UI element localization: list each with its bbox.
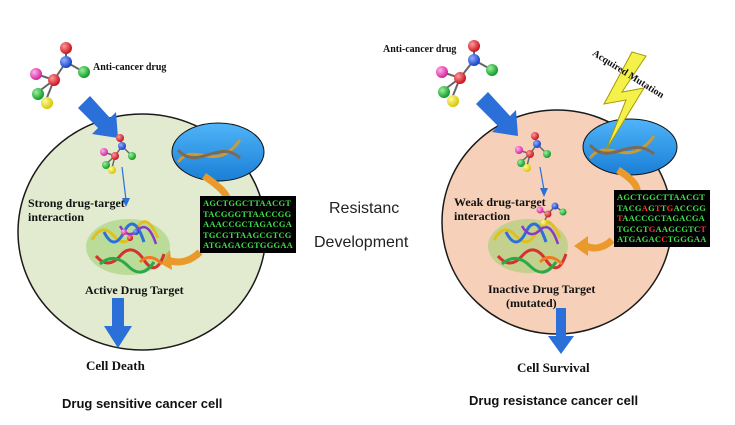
left-outcome-label: Cell Death	[86, 358, 145, 373]
dna-base: TGGGAA	[667, 234, 707, 244]
left-bound-drug-icon	[121, 229, 139, 241]
lightning-bolt-icon	[603, 51, 647, 151]
right-drug-molecule-icon	[436, 40, 498, 107]
left-dna-helix-icon	[176, 139, 242, 163]
left-drug-label: Anti-cancer drug	[93, 62, 167, 73]
right-target-label-line1: Inactive Drug Target	[488, 282, 596, 296]
right-protein-target-icon	[488, 219, 568, 274]
center-label-line2: Development	[314, 234, 409, 251]
dna-base: AACCGCTAGACGA	[622, 213, 705, 223]
right-caption: Drug resistance cancer cell	[469, 393, 639, 408]
dna-base: AAGCGTC	[655, 223, 701, 234]
left-dna-line: ATGAGACGTGGGAA	[203, 240, 294, 250]
mutated-base: T	[617, 213, 623, 223]
right-dna-line: TACGAGTTGACCGG	[617, 203, 707, 214]
right-interaction-label-line2: interaction	[454, 209, 510, 223]
right-dna-line: ATGAGACCTGGGAA	[617, 234, 707, 245]
dna-base: TGCGT	[617, 223, 649, 234]
left-drug-molecule-icon	[30, 42, 90, 109]
mutated-base: G	[666, 202, 674, 213]
left-caption: Drug sensitive cancer cell	[62, 396, 223, 411]
left-dna-line: AAACCGCTAGACGA	[203, 219, 293, 229]
right-exit-arrow	[548, 308, 574, 354]
left-protein-target-icon	[86, 219, 170, 275]
dna-base: ACCGG	[673, 202, 707, 213]
left-dna-line: TGCGTTAAGCGTCG	[203, 229, 292, 240]
right-dna-helix-icon	[588, 135, 656, 160]
left-interaction-label-line1: Strong drug-target	[28, 196, 125, 210]
left-target-label: Active Drug Target	[85, 283, 184, 297]
mutated-base: T	[700, 223, 707, 234]
left-exit-arrow	[104, 298, 132, 348]
left-inner-drug-molecule-icon	[100, 134, 136, 174]
left-dna-line: AGCTGGCTTAACGT	[203, 198, 292, 208]
right-unbound-drug-molecule-icon	[536, 202, 567, 227]
left-dna-line: TACGGGTTAACCGG	[203, 208, 292, 219]
right-thin-arrow	[539, 166, 548, 197]
left-drug-entry-arrow	[78, 96, 118, 138]
right-dna-line: TGCGTGAAGCGTCT	[617, 224, 707, 235]
dna-base: ATGAGAC	[617, 234, 662, 244]
left-dna-sequence-box: AGCTGGCTTAACGT TACGGGTTAACCGG AAACCGCTAG…	[200, 196, 297, 253]
dna-base: T	[660, 202, 667, 213]
right-inner-drug-molecule-icon	[515, 132, 551, 172]
mutated-base: A	[641, 202, 649, 213]
left-interaction-label-line2: interaction	[28, 210, 84, 224]
right-target-label-line2: (mutated)	[506, 296, 557, 310]
dna-base: TACG	[617, 202, 642, 213]
center-label-line1: Resistanc	[329, 200, 400, 217]
right-interaction-label-line1: Weak drug-target	[454, 195, 546, 209]
right-drug-label: Anti-cancer drug	[383, 44, 457, 55]
mutated-base: C	[661, 234, 668, 244]
dna-base: G	[648, 202, 655, 213]
mutated-base: T	[654, 202, 661, 213]
dna-base: AGCTGGCTTAACGT	[617, 192, 706, 202]
right-outcome-label: Cell Survival	[517, 360, 590, 375]
right-dna-line: TAACCGCTAGACGA	[617, 213, 707, 224]
mutated-base: G	[648, 223, 656, 234]
right-dna-line: AGCTGGCTTAACGT	[617, 192, 707, 203]
left-thin-arrow	[121, 166, 130, 207]
right-drug-entry-arrow	[476, 92, 518, 136]
